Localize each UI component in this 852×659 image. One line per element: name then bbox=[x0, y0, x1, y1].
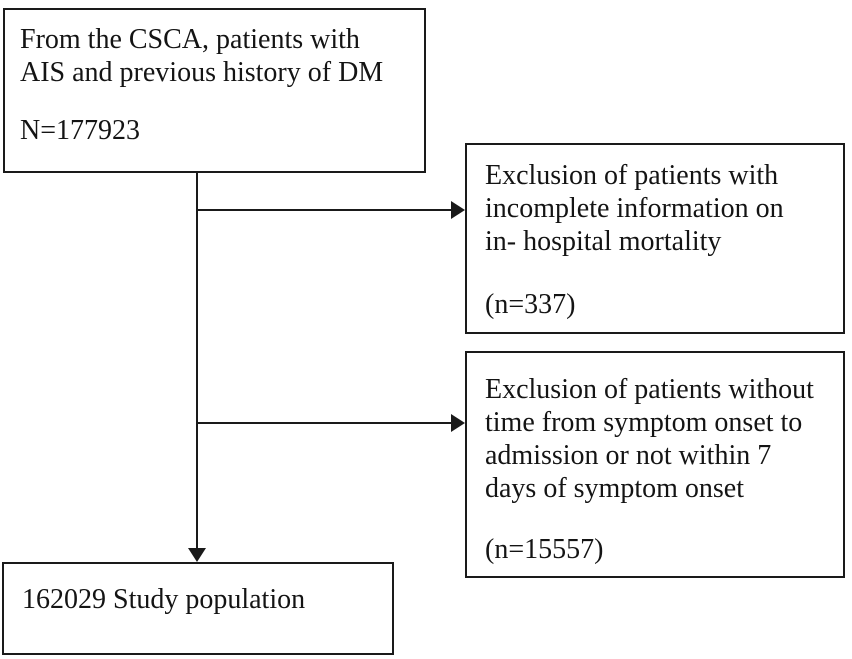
exclusion-onset-time-text-line: admission or not within 7 bbox=[485, 440, 772, 471]
exclusion-mortality-text-line: incomplete information on bbox=[485, 193, 784, 224]
source-population-box: From the CSCA, patients with AIS and pre… bbox=[3, 8, 426, 173]
exclusion-onset-time-count: (n=15557) bbox=[485, 534, 604, 565]
exclusion-onset-time-text-line: Exclusion of patients without bbox=[485, 374, 814, 405]
vertical-connector-line bbox=[196, 173, 198, 549]
exclusion-onset-time-text-line: days of symptom onset bbox=[485, 473, 744, 504]
source-population-text-line: AIS and previous history of DM bbox=[20, 57, 384, 88]
exclusion-onset-time-box: Exclusion of patients without time from … bbox=[465, 351, 845, 578]
branch-line-to-exclusion2 bbox=[197, 422, 451, 424]
exclusion-onset-time-text-line: time from symptom onset to bbox=[485, 407, 803, 438]
right-arrowhead-icon bbox=[451, 414, 465, 432]
study-population-label: 162029 Study population bbox=[22, 584, 306, 615]
source-population-count: N=177923 bbox=[20, 115, 141, 146]
exclusion-mortality-text-line: Exclusion of patients with bbox=[485, 160, 779, 191]
right-arrowhead-icon bbox=[451, 201, 465, 219]
down-arrowhead-icon bbox=[188, 548, 206, 562]
source-population-text-line: From the CSCA, patients with bbox=[20, 24, 360, 55]
exclusion-mortality-text-line: in- hospital mortality bbox=[485, 226, 722, 257]
exclusion-mortality-count: (n=337) bbox=[485, 289, 576, 320]
exclusion-mortality-box: Exclusion of patients with incomplete in… bbox=[465, 143, 845, 334]
branch-line-to-exclusion1 bbox=[197, 209, 451, 211]
study-population-box: 162029 Study population bbox=[2, 562, 394, 655]
